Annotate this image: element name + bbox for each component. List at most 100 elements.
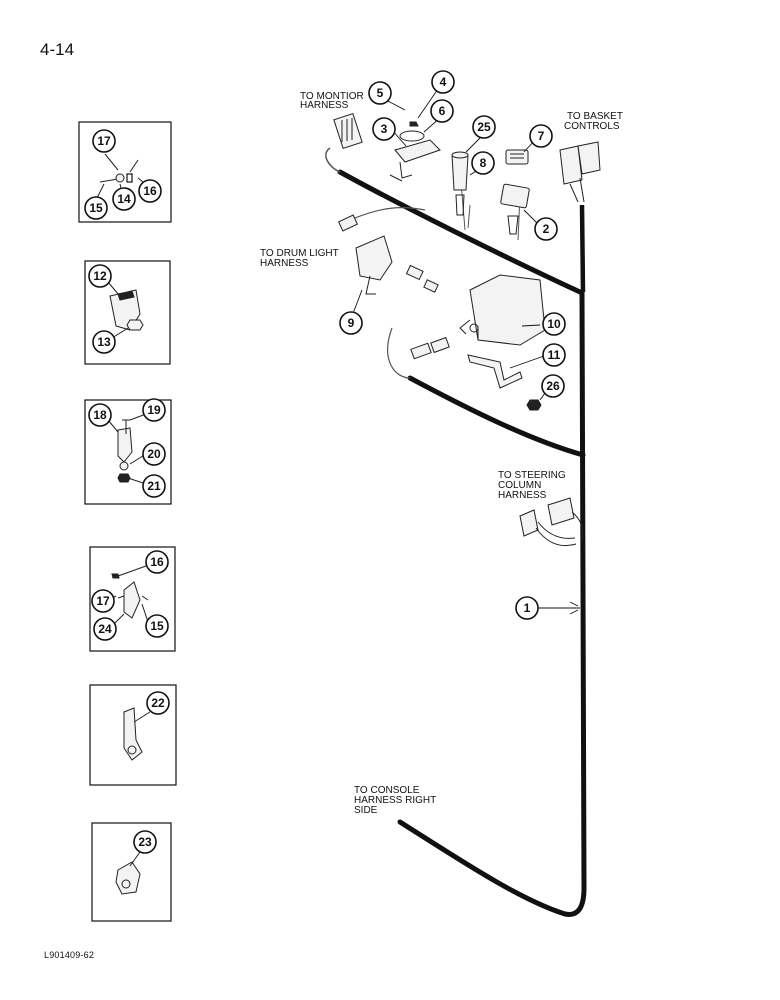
svg-text:14: 14 [117,192,131,206]
callout-18: 18 [88,403,112,427]
drum-light-housing [459,274,546,346]
svg-text:13: 13 [97,335,111,349]
rocker-switch-upper [505,149,529,165]
svg-text:TO STEERING: TO STEERING [498,470,566,481]
inset-panel-5: 22 [89,684,177,786]
callout-24: 24 [93,617,117,641]
svg-text:23: 23 [138,835,152,849]
svg-text:3: 3 [381,122,388,136]
callout-6: 6 [430,99,454,123]
callout-10: 10 [542,312,566,336]
label-to-basket-controls: TO BASKET CONTROLS [564,111,623,132]
svg-text:4: 4 [440,75,447,89]
callout-3: 3 [372,117,396,141]
callout-23: 23 [133,830,157,854]
svg-text:HARNESS: HARNESS [260,258,309,269]
inset-panel-3: 18 19 20 21 [84,398,172,505]
svg-text:20: 20 [147,447,161,461]
callout-4: 4 [431,70,455,94]
harness-branch-drum [407,375,586,458]
inset-panel-6: 23 [91,822,172,922]
inset-panel-1: 17 14 16 15 [78,121,172,223]
svg-text:HARNESS: HARNESS [498,490,547,501]
washer-part [399,130,425,142]
svg-text:15: 15 [150,619,164,633]
basket-control-connectors [559,141,601,203]
harness-trunk [337,169,587,917]
svg-text:16: 16 [150,555,164,569]
svg-text:1: 1 [524,601,531,615]
svg-text:HARNESS RIGHT: HARNESS RIGHT [354,795,436,806]
callout-5: 5 [368,81,392,105]
nut-part [409,121,419,127]
callout-16b: 16 [145,550,169,574]
svg-text:24: 24 [98,622,112,636]
drum-light-connector [337,214,359,232]
light-bracket [355,235,393,295]
label-to-steering-column-harness: TO STEERING COLUMN HARNESS [498,470,566,501]
callout-1: 1 [515,596,539,620]
callout-17: 17 [92,129,116,153]
inset-panel-2: 12 13 [84,260,171,365]
callout-15b: 15 [145,614,169,638]
nut-26 [526,399,542,411]
svg-text:17: 17 [96,594,110,608]
callout-13: 13 [92,330,116,354]
steering-column-connectors [519,497,584,547]
svg-text:COLUMN: COLUMN [498,480,541,491]
svg-text:TO CONSOLE: TO CONSOLE [354,785,420,796]
rocker-switch-lower [500,183,530,235]
callout-7: 7 [529,124,553,148]
svg-text:HARNESS: HARNESS [300,100,349,111]
callout-22: 22 [146,691,170,715]
callout-2: 2 [534,217,558,241]
label-to-drum-light-harness: TO DRUM LIGHT HARNESS [260,248,339,269]
main-harness [325,147,587,917]
svg-text:21: 21 [147,479,161,493]
svg-text:7: 7 [538,129,545,143]
callout-26: 26 [541,374,565,398]
callout-12: 12 [88,264,112,288]
callout-21: 21 [142,474,166,498]
label-to-console-harness: TO CONSOLE HARNESS RIGHT SIDE [354,785,436,816]
relay-bracket [389,139,441,182]
callout-19: 19 [142,398,166,422]
callout-15: 15 [84,196,108,220]
svg-text:17: 17 [97,134,111,148]
harness-branch-top-right [579,204,586,293]
svg-text:TO MONTIOR: TO MONTIOR [300,91,364,102]
svg-text:15: 15 [89,201,103,215]
harness-pigtail-upper [325,147,341,173]
callout-25: 25 [472,115,496,139]
lamp-socket [451,151,469,216]
svg-text:10: 10 [547,317,561,331]
svg-text:18: 18 [93,408,107,422]
callout-11: 11 [542,343,566,367]
drawing-code: L901409-62 [44,950,95,960]
svg-text:22: 22 [151,696,165,710]
callout-16: 16 [138,179,162,203]
mounting-bracket [467,354,523,389]
label-to-monitor-harness: TO MONTIOR HARNESS [300,91,364,111]
callout-17b: 17 [91,589,115,613]
svg-text:25: 25 [477,120,491,134]
callout-8: 8 [471,151,495,175]
svg-text:9: 9 [348,316,355,330]
monitor-harness-connector [333,113,363,149]
callout-14: 14 [112,187,136,211]
callout-20: 20 [142,442,166,466]
svg-text:5: 5 [377,86,384,100]
svg-text:16: 16 [143,184,157,198]
svg-text:TO BASKET: TO BASKET [567,111,623,122]
harness-pigtail-drum [354,207,426,379]
svg-text:2: 2 [543,222,550,236]
inline-connectors [405,264,450,360]
svg-text:26: 26 [546,379,560,393]
svg-text:12: 12 [93,269,107,283]
svg-text:8: 8 [480,156,487,170]
svg-text:6: 6 [439,104,446,118]
svg-text:CONTROLS: CONTROLS [564,121,620,132]
svg-text:11: 11 [548,348,561,362]
callout-9: 9 [339,311,363,335]
